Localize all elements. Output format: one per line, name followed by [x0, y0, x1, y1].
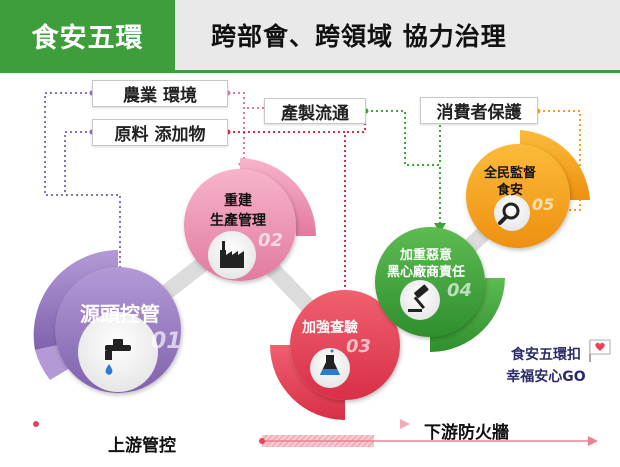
- ring-05-title-line1: 全民監督: [483, 165, 536, 181]
- upstream-label: 上游管控: [108, 436, 176, 456]
- label-consumer-text: 消費者保護: [436, 103, 522, 123]
- header-subtitle-box: 跨部會、跨領域 協力治理: [175, 0, 620, 70]
- label-agri-env-text: 農業 環境: [123, 86, 197, 106]
- ring-05-number: 05: [532, 195, 554, 214]
- label-materials: 原料 添加物: [92, 119, 228, 146]
- ring-03-title: 加強查驗: [301, 319, 358, 336]
- magnifier-icon: [498, 202, 520, 225]
- tagline-line1: 食安五環扣: [511, 347, 581, 363]
- ring-01: [33, 250, 181, 393]
- header-title-box: 食安五環: [0, 0, 175, 70]
- header-title: 食安五環: [31, 22, 144, 54]
- label-consumer: 消費者保護: [420, 97, 538, 124]
- label-agri-env: 農業 環境: [92, 80, 228, 107]
- ring-04-number: 04: [447, 280, 472, 301]
- ring-04: [375, 227, 505, 352]
- ring-04-title-line2: 黑心廠商責任: [387, 264, 465, 280]
- connector-production: [225, 90, 264, 165]
- ring-01-number: 01: [151, 329, 182, 354]
- label-materials-text: 原料 添加物: [114, 125, 206, 145]
- tagline: 食安五環扣 幸福安心GO: [486, 344, 606, 388]
- ring-02-title-line2: 生產管理: [210, 212, 266, 229]
- label-production-text: 產製流通: [281, 103, 349, 124]
- tagline-line2: 幸福安心GO: [506, 369, 586, 385]
- ring-05-title-line2: 食安: [497, 182, 523, 198]
- header-divider: [0, 70, 620, 73]
- ring-04-title-line1: 加重惡意: [399, 247, 452, 263]
- water-faucet-icon: [105, 339, 131, 375]
- factory-icon: [220, 241, 244, 268]
- ring-05: [466, 130, 590, 248]
- label-production: 產製流通: [264, 98, 366, 124]
- connector-liability: [363, 108, 441, 225]
- gavel-icon: [408, 284, 429, 312]
- lab-flask-icon: [320, 349, 340, 375]
- heart-icon: [589, 339, 611, 362]
- downstream-label: 下游防火牆: [424, 423, 509, 443]
- ring-02-title-line1: 重建: [224, 192, 252, 209]
- upstream-arrow: [33, 419, 410, 429]
- header-subtitle: 跨部會、跨領域 協力治理: [211, 22, 507, 51]
- ring-01-title: 源頭控管: [80, 302, 160, 326]
- ring-03: [270, 290, 400, 420]
- downstream-arrow: [259, 435, 598, 447]
- ring-02-number: 02: [258, 230, 283, 251]
- ring-03-number: 03: [346, 336, 371, 357]
